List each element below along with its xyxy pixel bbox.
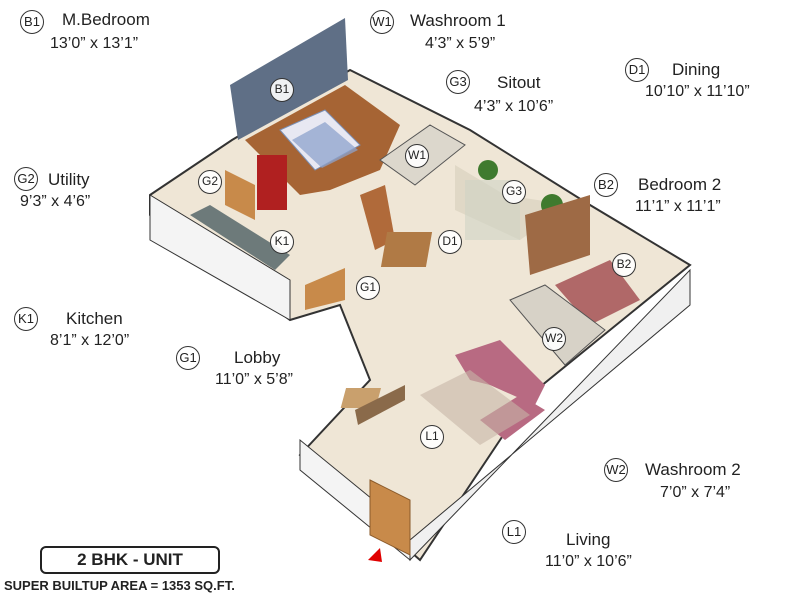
legend-g1-size: 11’0” x 5’8” bbox=[215, 371, 293, 388]
bed-blanket bbox=[292, 122, 358, 168]
kitchen-counter bbox=[190, 205, 290, 270]
legend-g1-badge: G1 bbox=[176, 346, 200, 370]
plan-tag-d1: D1 bbox=[438, 230, 462, 254]
legend-k1-badge: K1 bbox=[14, 307, 38, 331]
bedroom-accent-wall bbox=[230, 18, 348, 140]
legend-g2-size: 9’3” x 4’6” bbox=[20, 193, 91, 210]
legend-g3-name: Sitout bbox=[497, 73, 541, 92]
super-builtup-area: SUPER BUILTUP AREA = 1353 SQ.FT. bbox=[4, 578, 235, 593]
sofa bbox=[455, 340, 545, 405]
plan-tag-w2: W2 bbox=[542, 327, 566, 351]
legend-g2-name: Utility bbox=[48, 170, 90, 189]
wardrobe-b2 bbox=[525, 195, 590, 275]
plan-tag-g2: G2 bbox=[198, 170, 222, 194]
lobby-door bbox=[305, 268, 345, 310]
legend-l1-badge: L1 bbox=[502, 520, 526, 544]
legend-d1-name: Dining bbox=[672, 60, 721, 79]
tv-unit bbox=[355, 385, 405, 425]
legend-g3-size: 4’3” x 10’6” bbox=[474, 98, 554, 115]
plant-1 bbox=[478, 160, 498, 180]
wall-left bbox=[149, 194, 291, 321]
legend-b2-badge: B2 bbox=[594, 173, 618, 197]
legend-b1-badge: B1 bbox=[20, 10, 44, 34]
rug bbox=[420, 370, 530, 445]
legend-b1-size: 13’0” x 13’1” bbox=[50, 35, 139, 52]
legend-k1-name: Kitchen bbox=[66, 309, 123, 328]
legend-l1-name: Living bbox=[566, 530, 611, 549]
plan-tag-l1: L1 bbox=[420, 425, 444, 449]
legend-d1-badge: D1 bbox=[625, 58, 649, 82]
legend-w1-name: Washroom 1 bbox=[410, 11, 506, 30]
legend-g2-badge: G2 bbox=[14, 167, 38, 191]
legend-g1-name: Lobby bbox=[234, 348, 281, 367]
legend-k1-size: 8’1” x 12’0” bbox=[50, 332, 130, 349]
legend-g3-badge: G3 bbox=[446, 70, 470, 94]
main-door bbox=[369, 479, 411, 556]
legend-w2-name: Washroom 2 bbox=[645, 460, 741, 479]
fridge bbox=[257, 155, 287, 210]
plan-tag-b1: B1 bbox=[270, 78, 294, 102]
legend-w2-badge: W2 bbox=[604, 458, 628, 482]
plan-tag-g1: G1 bbox=[356, 276, 380, 300]
legend-b1-name: M.Bedroom bbox=[62, 10, 150, 29]
legend-w1-badge: W1 bbox=[370, 10, 394, 34]
plan-tag-g3: G3 bbox=[502, 180, 526, 204]
plan-tag-w1: W1 bbox=[405, 144, 429, 168]
legend-b2-size: 11’1” x 11’1” bbox=[635, 198, 721, 215]
legend-d1-size: 10’10” x 11’10” bbox=[645, 83, 750, 100]
plan-tag-b2: B2 bbox=[612, 253, 636, 277]
unit-type-label: 2 BHK - UNIT bbox=[40, 546, 220, 574]
legend-w2-size: 7’0” x 7’4” bbox=[660, 484, 731, 501]
legend-l1-size: 11’0” x 10’6” bbox=[545, 553, 632, 570]
plan-tag-k1: K1 bbox=[270, 230, 294, 254]
wood-steps bbox=[360, 185, 395, 250]
legend-b2-name: Bedroom 2 bbox=[638, 175, 722, 194]
dining-table bbox=[380, 232, 433, 267]
legend-w1-size: 4’3” x 5’9” bbox=[425, 35, 496, 52]
utility-door bbox=[225, 170, 255, 220]
entry-arrow-icon bbox=[368, 548, 382, 562]
